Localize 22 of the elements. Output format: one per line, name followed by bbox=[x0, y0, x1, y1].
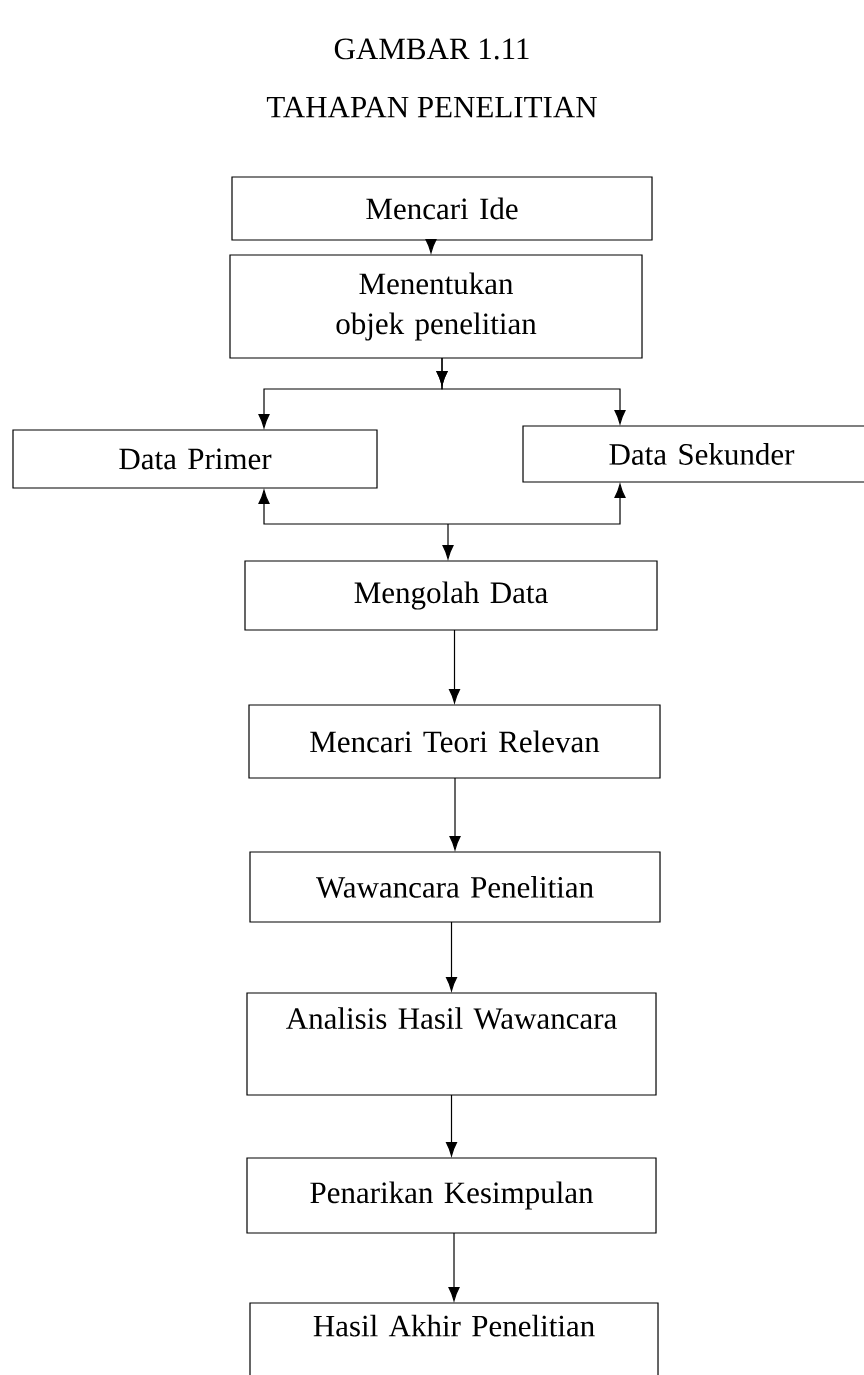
arrow bbox=[448, 629, 461, 704]
arrow bbox=[258, 489, 449, 525]
process-box: Data Primer bbox=[12, 429, 378, 489]
arrow bbox=[445, 921, 458, 992]
process-box: Mencari Teori Relevan bbox=[248, 704, 661, 779]
figure-title: GAMBAR 1.11 bbox=[334, 38, 529, 60]
arrow bbox=[448, 1232, 460, 1302]
process-box: Hasil Akhir Penelitian bbox=[249, 1302, 659, 1375]
arrow bbox=[425, 239, 437, 254]
figure-title: TAHAPAN PENELITIAN bbox=[266, 96, 597, 118]
process-box: Analisis Hasil Wawancara bbox=[246, 992, 657, 1096]
arrow bbox=[445, 1094, 458, 1157]
process-box: Menentukan objek penelitian bbox=[229, 254, 643, 359]
arrow bbox=[449, 777, 461, 851]
process-box: Penarikan Kesimpulan bbox=[246, 1157, 657, 1234]
process-box: Data Sekunder bbox=[522, 425, 864, 483]
arrow bbox=[442, 523, 454, 560]
arrow bbox=[447, 483, 626, 525]
process-box: Mencari Ide bbox=[231, 176, 653, 241]
arrow bbox=[436, 357, 626, 425]
process-box: Mengolah Data bbox=[244, 560, 658, 631]
process-box: Wawancara Penelitian bbox=[249, 851, 661, 923]
